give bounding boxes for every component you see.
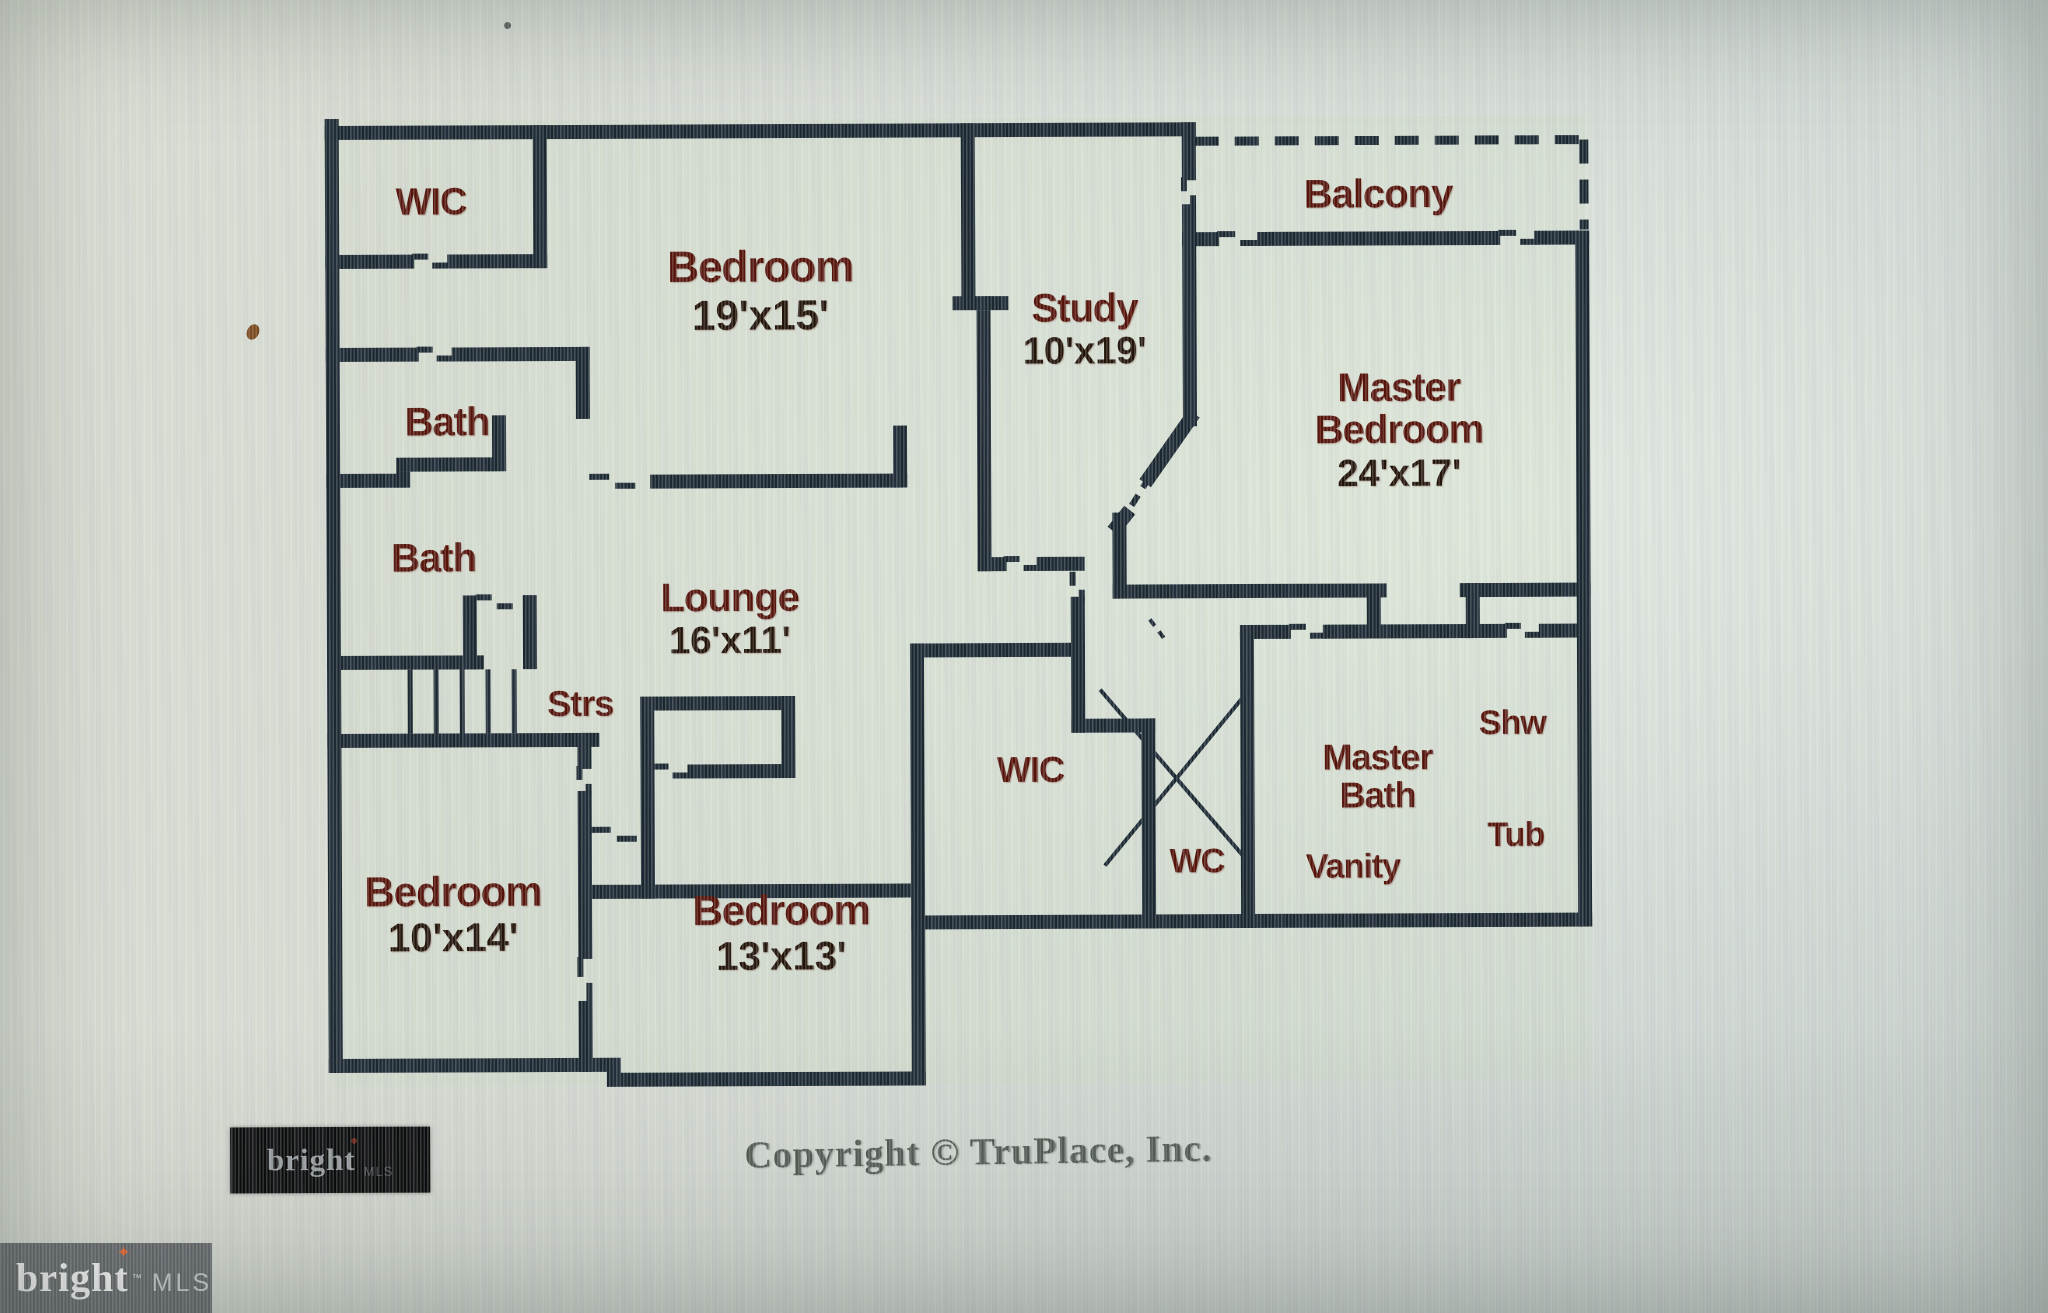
room-label-vanity: Vanity <box>1305 847 1401 886</box>
room-label-bath-upper: Bath <box>404 400 490 445</box>
room-label-tub: Tub <box>1487 815 1545 854</box>
room-label-wc: WC <box>1169 842 1225 881</box>
footer-brand-text: bright ✦ <box>16 1243 132 1300</box>
room-label-stairs: Strs <box>547 682 614 725</box>
room-label-master-bedroom: Master Bedroom 24'x17' <box>1314 365 1484 495</box>
room-label-wic-upper: WIC <box>395 181 467 224</box>
watermark-brightmls: bright MLS <box>230 1126 431 1194</box>
room-label-master-bath: Master Bath <box>1322 736 1433 816</box>
footer-brightmls-logo: bright ✦ ™ MLS <box>0 1243 212 1313</box>
watermark-mls-text: MLS <box>363 1163 394 1179</box>
room-label-lounge: Lounge 16'x11' <box>660 575 800 663</box>
watermark-spark-icon <box>351 1137 358 1144</box>
footer-mls-text: MLS <box>151 1268 213 1297</box>
stair-treads <box>407 669 517 734</box>
copyright-text: Copyright © TruPlace, Inc. <box>743 1127 1213 1177</box>
bright-star-icon: ✦ <box>116 1243 132 1263</box>
balcony-dashed-outline <box>1194 135 1589 230</box>
footer-tm-mark: ™ <box>131 1272 142 1284</box>
room-label-shower: Shw <box>1478 703 1546 743</box>
room-label-balcony: Balcony <box>1303 171 1453 217</box>
watermark-brand-text: bright <box>267 1137 358 1178</box>
door-marks <box>412 177 1541 1003</box>
room-label-wic-central: WIC <box>996 748 1065 791</box>
door-swing-lines <box>1098 618 1248 867</box>
room-label-bedroom-19x15: Bedroom 19'x15' <box>667 242 854 339</box>
room-label-study: Study 10'x19' <box>1022 286 1147 374</box>
room-label-bath-lower: Bath <box>391 536 477 581</box>
walls <box>324 118 1593 1087</box>
room-label-bedroom-10x14: Bedroom 10'x14' <box>364 867 542 960</box>
dust-speck-small <box>504 22 511 29</box>
room-label-bedroom-13x13: Bedroom 13'x13' <box>692 886 870 979</box>
